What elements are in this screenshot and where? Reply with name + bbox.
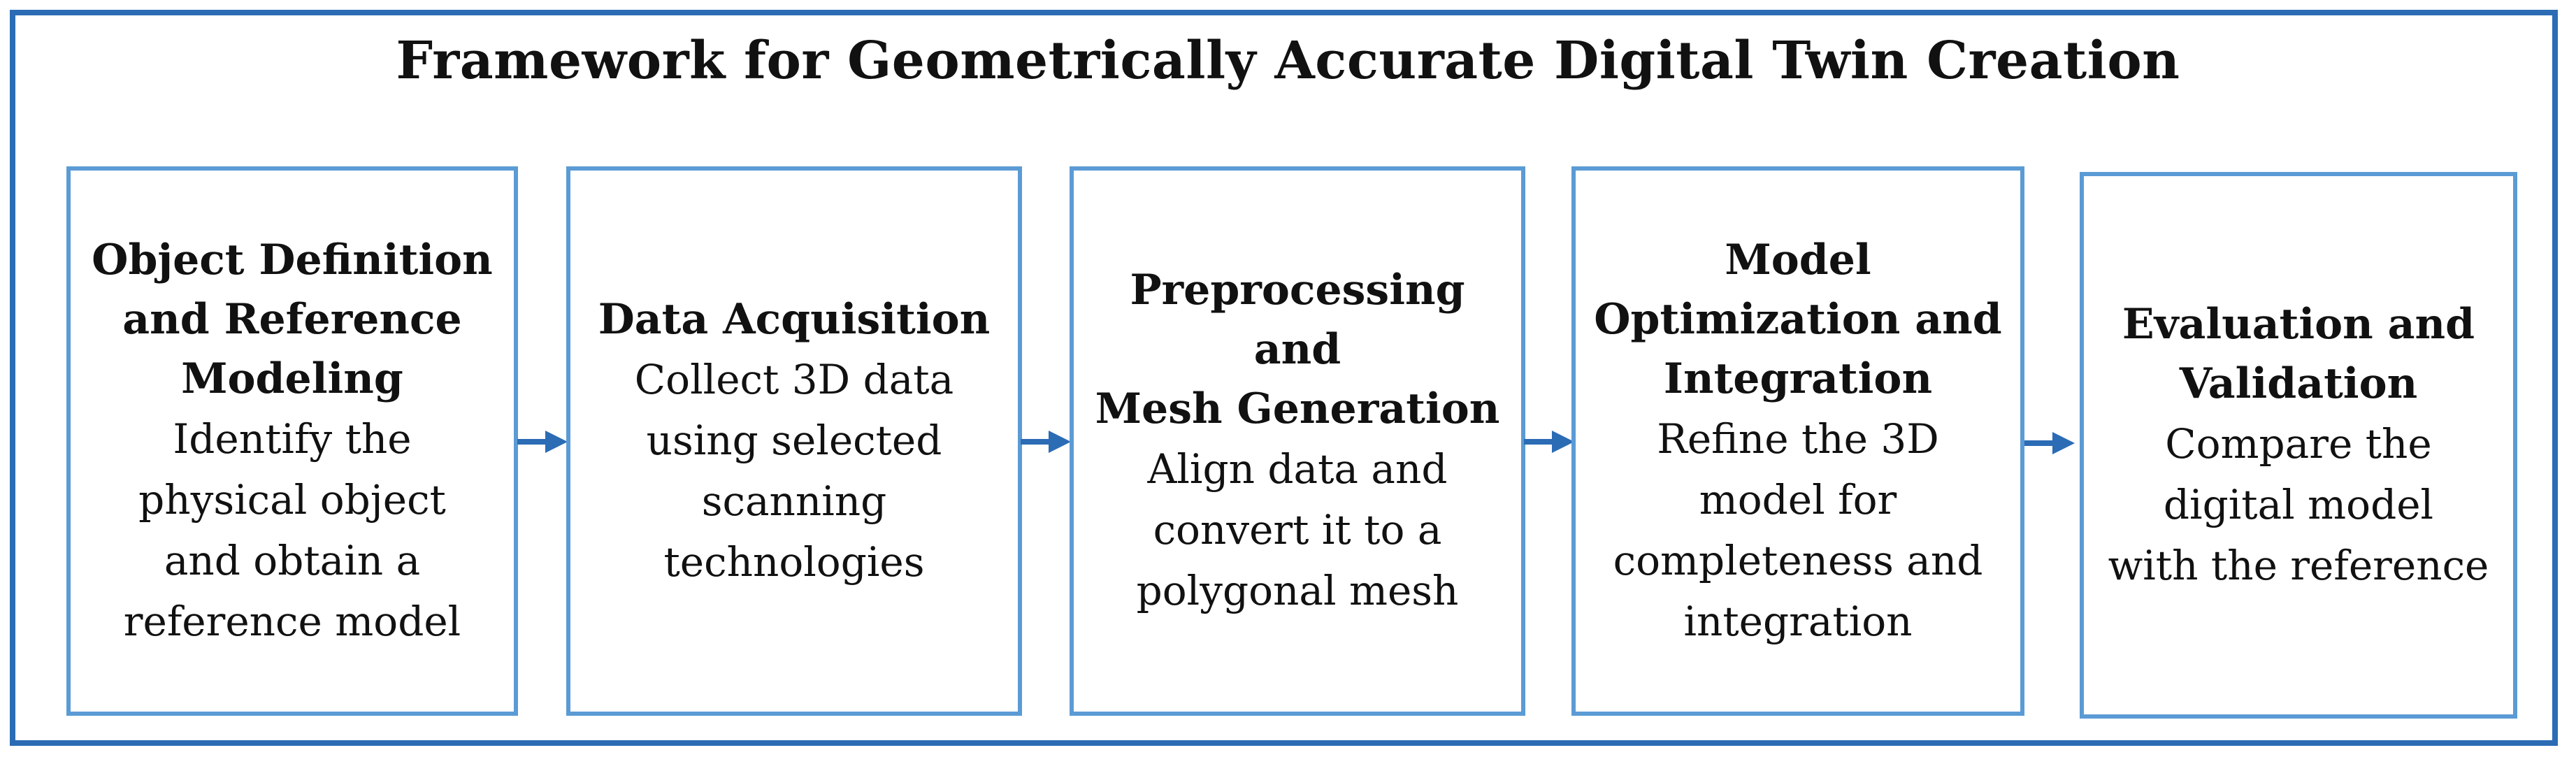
step-desc-line: model for xyxy=(1699,475,1897,524)
step-description: Compare the digital model with the refer… xyxy=(2108,414,2489,596)
step-desc-line: digital model xyxy=(2163,480,2434,528)
diagram-title: Framework for Geometrically Accurate Dig… xyxy=(396,31,2180,91)
step-description: Refine the 3D model for completeness and… xyxy=(1613,409,1983,652)
step-title: Data Acquisition xyxy=(598,290,991,349)
right-arrow-icon xyxy=(2024,432,2075,454)
step-box-data-acquisition: Data Acquisition Collect 3D data using s… xyxy=(566,166,1022,716)
step-title-line: Model xyxy=(1725,235,1871,284)
step-desc-line: using selected xyxy=(646,416,942,464)
step-desc-line: technologies xyxy=(663,538,925,586)
step-desc-line: Identify the xyxy=(173,415,412,463)
step-title-line: Optimization and xyxy=(1594,294,2002,344)
step-desc-line: with the reference xyxy=(2108,541,2489,589)
step-title: Model Optimization and Integration xyxy=(1594,231,2001,409)
step-title-line: and Reference xyxy=(122,294,462,344)
step-box-model-optimization: Model Optimization and Integration Refin… xyxy=(1571,166,2024,716)
step-title-line: Preprocessing and xyxy=(1130,266,1465,374)
step-box-preprocessing: Preprocessing and Mesh Generation Align … xyxy=(1070,166,1525,716)
step-desc-line: completeness and xyxy=(1613,536,1983,584)
right-arrow-icon xyxy=(1524,431,1574,453)
step-description: Align data and convert it to a polygonal… xyxy=(1137,439,1459,621)
step-desc-line: integration xyxy=(1683,597,1913,645)
step-desc-line: Align data and xyxy=(1147,445,1448,493)
step-desc-line: Refine the 3D xyxy=(1657,415,1939,463)
step-desc-line: scanning xyxy=(701,477,887,525)
step-description: Identify the physical object and obtain … xyxy=(124,409,461,652)
step-box-evaluation: Evaluation and Validation Compare the di… xyxy=(2080,172,2517,719)
step-desc-line: physical object xyxy=(138,475,446,524)
step-title-line: Validation xyxy=(2179,359,2418,408)
step-desc-line: Compare the xyxy=(2165,419,2432,468)
right-arrow-icon xyxy=(1021,431,1071,453)
step-title-line: Modeling xyxy=(181,354,403,403)
step-title-line: Evaluation and xyxy=(2122,299,2475,349)
step-title: Evaluation and Validation xyxy=(2122,295,2475,414)
step-desc-line: convert it to a xyxy=(1153,506,1442,554)
step-desc-line: Collect 3D data xyxy=(634,355,954,403)
step-title: Object Definition and Reference Modeling xyxy=(92,231,493,409)
step-desc-line: reference model xyxy=(123,597,461,645)
diagram-frame xyxy=(10,10,2558,746)
right-arrow-icon xyxy=(517,431,568,453)
step-title: Preprocessing and Mesh Generation xyxy=(1088,261,1507,439)
step-title-line: Mesh Generation xyxy=(1095,384,1500,433)
step-desc-line: polygonal mesh xyxy=(1136,567,1459,614)
step-description: Collect 3D data using selected scanning … xyxy=(635,349,954,593)
step-desc-line: and obtain a xyxy=(164,536,421,584)
step-box-object-definition: Object Definition and Reference Modeling… xyxy=(66,166,518,716)
step-title-line: Object Definition xyxy=(92,235,493,284)
step-title-line: Data Acquisition xyxy=(598,294,991,344)
step-title-line: Integration xyxy=(1663,354,1933,403)
